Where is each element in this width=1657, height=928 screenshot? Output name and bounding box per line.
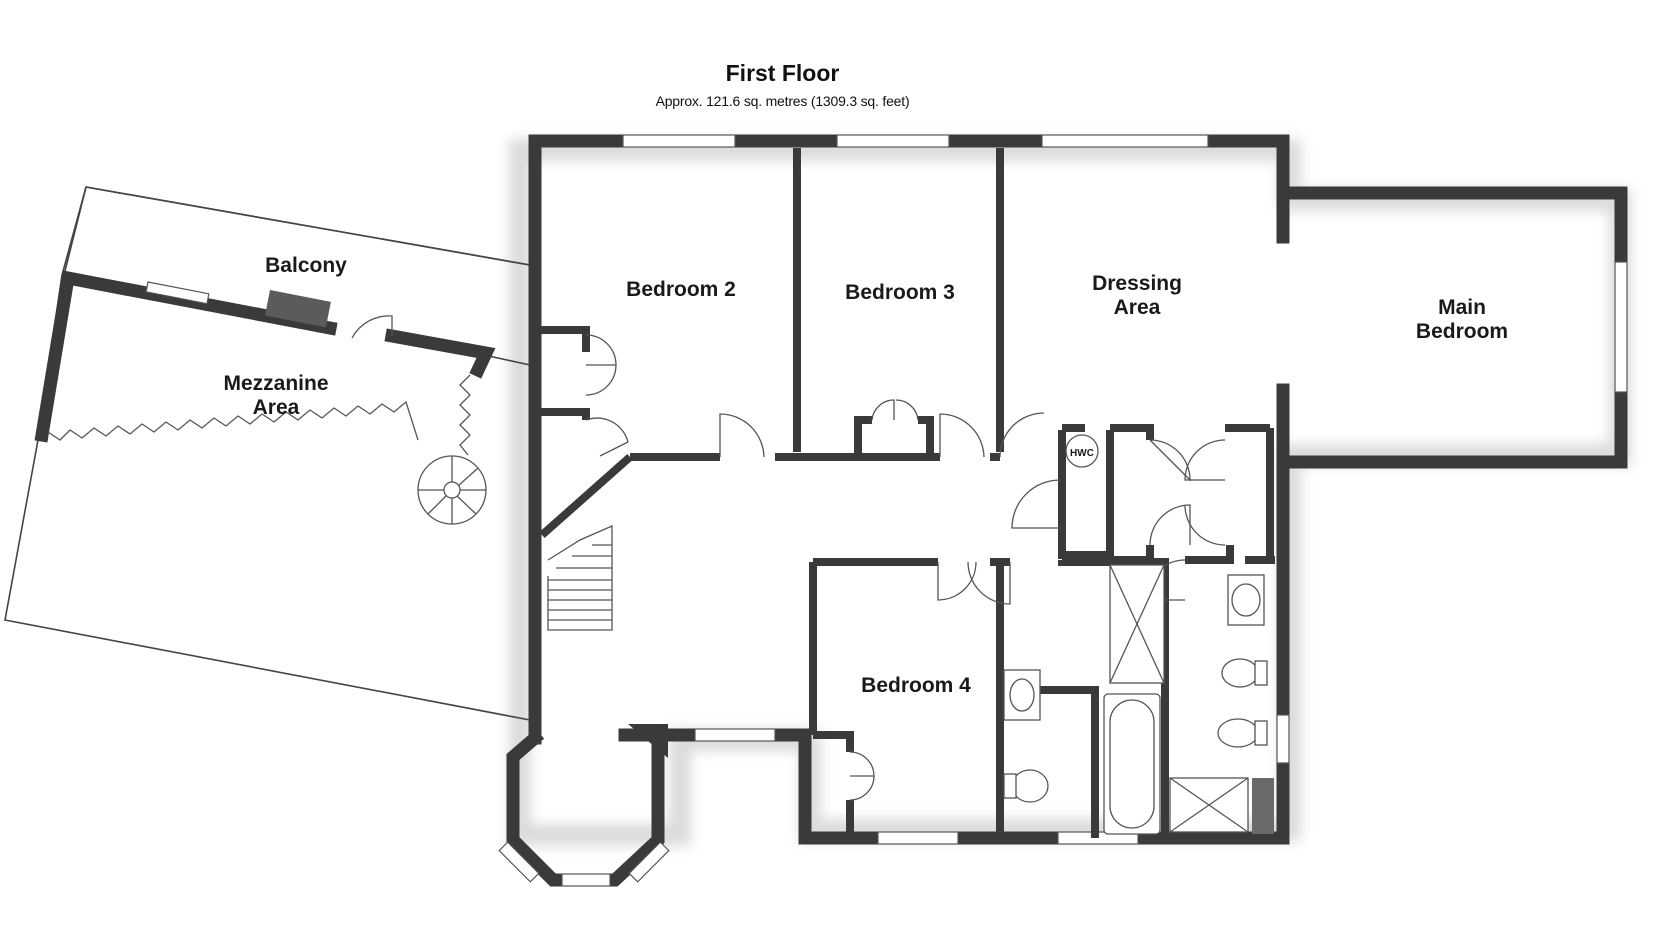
mezzanine-balustrade	[47, 374, 471, 456]
label-mezzanine-1: Mezzanine	[223, 372, 328, 395]
label-hwc: HWC	[1070, 448, 1094, 459]
label-dressing-1: Dressing	[1092, 272, 1182, 295]
hwc-cylinder	[1065, 434, 1099, 468]
bidet-ensuite	[1217, 718, 1259, 748]
mezzanine-unit	[265, 290, 331, 328]
label-bedroom-3: Bedroom 3	[845, 281, 955, 304]
label-balcony: Balcony	[265, 254, 347, 277]
bathroom-fixtures	[1003, 434, 1274, 835]
floor-title: First Floor	[725, 60, 840, 86]
label-main-bedroom-2: Bedroom	[1416, 320, 1508, 343]
label-main-bedroom-1: Main	[1438, 296, 1486, 319]
main-staircase	[547, 525, 613, 631]
mezzanine-window	[145, 281, 210, 305]
toilet-ensuite	[1221, 658, 1259, 688]
windows	[498, 134, 1628, 887]
toilet-bath	[1011, 769, 1049, 803]
label-bedroom-2: Bedroom 2	[626, 278, 736, 301]
label-bedroom-4: Bedroom 4	[861, 674, 971, 697]
label-mezzanine-2: Area	[253, 396, 300, 419]
room-labels: Balcony Mezzanine Area Bedroom 2 Bedroom…	[223, 254, 1508, 697]
spiral-staircase	[417, 455, 487, 525]
wall-shading	[509, 139, 1631, 846]
balcony-door	[351, 315, 393, 339]
label-dressing-2: Area	[1114, 296, 1161, 319]
mezzanine-wall	[34, 270, 496, 443]
floor-area-caption: Approx. 121.6 sq. metres (1309.3 sq. fee…	[655, 93, 910, 109]
